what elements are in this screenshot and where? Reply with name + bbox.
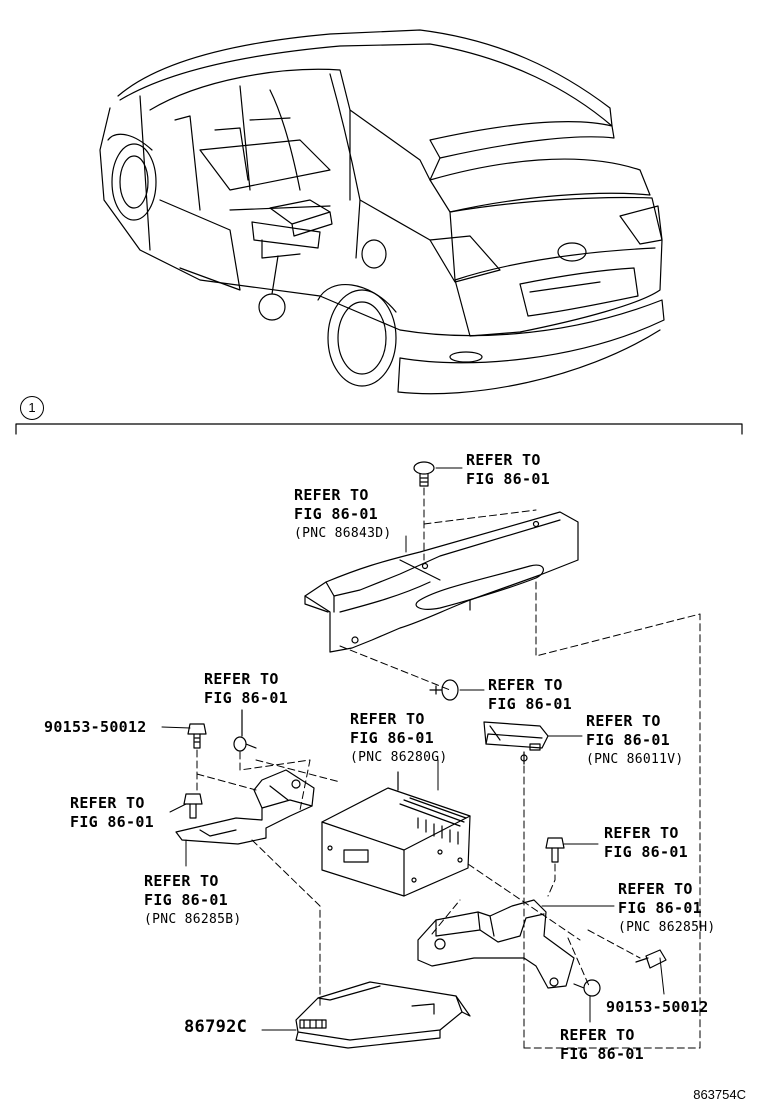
upper-cover-part — [304, 511, 579, 653]
bolt-left-lower — [183, 793, 203, 819]
right-bracket-part — [417, 899, 575, 989]
label-ecu: 86792C — [184, 1017, 248, 1037]
bolt-90153-right — [635, 949, 667, 969]
ecu-module-part — [295, 981, 471, 1049]
upper-clip-part — [413, 461, 435, 487]
section-bracket — [15, 423, 743, 435]
receiver-module-part — [483, 721, 549, 765]
lower-clip-part — [429, 679, 459, 701]
leader-lines — [161, 467, 665, 1031]
figure-code: 863754C — [693, 1087, 746, 1102]
nut-left-upper — [233, 709, 257, 752]
left-bracket-part — [175, 769, 315, 845]
nut-right-lower — [573, 979, 601, 997]
bolt-right-upper — [545, 837, 565, 863]
assembly-lines — [196, 487, 701, 1049]
label-bolt-right: 90153-50012 — [606, 998, 709, 1016]
bolt-90153-left — [187, 723, 207, 749]
view-marker-circle: 1 — [20, 396, 44, 420]
view-callout-circle — [258, 293, 286, 321]
amplifier-unit-part — [321, 771, 471, 897]
label-bolt-left: 90153-50012 — [44, 718, 147, 736]
vehicle-illustration — [99, 29, 665, 395]
